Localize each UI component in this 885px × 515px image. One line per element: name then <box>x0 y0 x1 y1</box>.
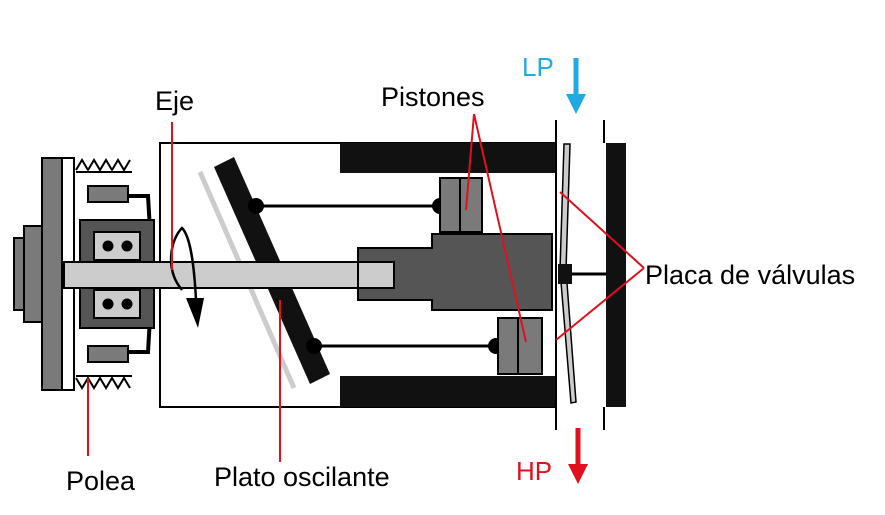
label-hp: HP <box>516 456 552 486</box>
label-plato-oscilante: Plato oscilante <box>214 462 390 492</box>
shaft <box>63 261 395 289</box>
label-lp: LP <box>522 52 554 82</box>
hp-arrow-icon <box>568 428 588 484</box>
label-polea: Polea <box>66 466 136 496</box>
bearing-top <box>93 231 141 261</box>
valve-plate-back <box>606 143 626 407</box>
cylinder-wall-bottom <box>340 376 556 407</box>
pulley-plate <box>41 157 63 391</box>
pistons <box>439 177 543 375</box>
leader-placa-2 <box>555 267 645 341</box>
leader-placa-1 <box>559 191 645 269</box>
leader-pistones-2 <box>473 113 527 343</box>
label-eje: Eje <box>155 86 194 116</box>
valve-plate <box>555 120 626 430</box>
lp-arrow-icon <box>566 58 586 114</box>
leader-lines <box>87 113 645 462</box>
label-pistones: Pistones <box>381 82 485 112</box>
spring-top <box>75 158 131 172</box>
piston-bottom <box>497 317 543 375</box>
cylinder-wall-top <box>340 143 556 173</box>
label-placa-valvulas: Placa de válvulas <box>645 260 855 290</box>
leader-pistones-1 <box>465 113 475 211</box>
pulley-hub-inner <box>23 225 43 323</box>
bearing-bottom <box>93 289 141 319</box>
cylinder-block <box>357 233 553 311</box>
spring-bottom <box>75 376 131 390</box>
rotation-arrow-icon <box>169 226 204 328</box>
